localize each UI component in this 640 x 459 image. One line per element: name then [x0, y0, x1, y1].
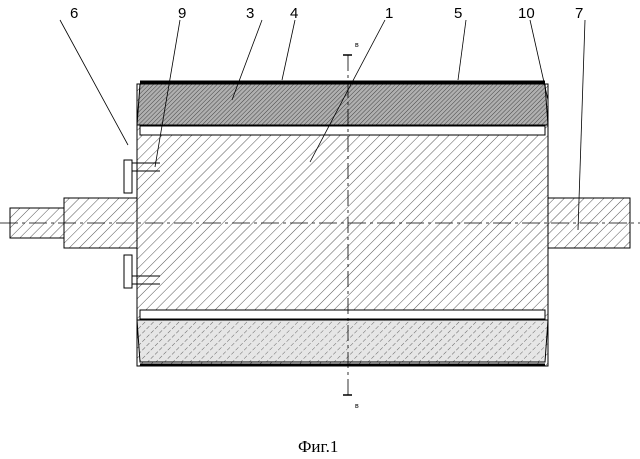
- outer-layer-bottom: [137, 320, 548, 362]
- label-part-3: 3: [246, 5, 254, 22]
- label-part-9: 9: [178, 5, 186, 22]
- outer-layer-top: [137, 84, 548, 125]
- section-marker-bottom: в: [355, 403, 359, 410]
- label-part-4: 4: [290, 5, 298, 22]
- figure-caption: Фиг.1: [298, 437, 338, 456]
- label-part-1: 1: [385, 5, 393, 22]
- gap-bottom: [140, 310, 545, 319]
- label-part-7: 7: [575, 5, 583, 22]
- label-part-10: 10: [518, 5, 535, 22]
- label-part-5: 5: [454, 5, 462, 22]
- gap-top: [140, 126, 545, 135]
- section-marker-top: в: [355, 42, 359, 49]
- label-part-6: 6: [70, 5, 78, 22]
